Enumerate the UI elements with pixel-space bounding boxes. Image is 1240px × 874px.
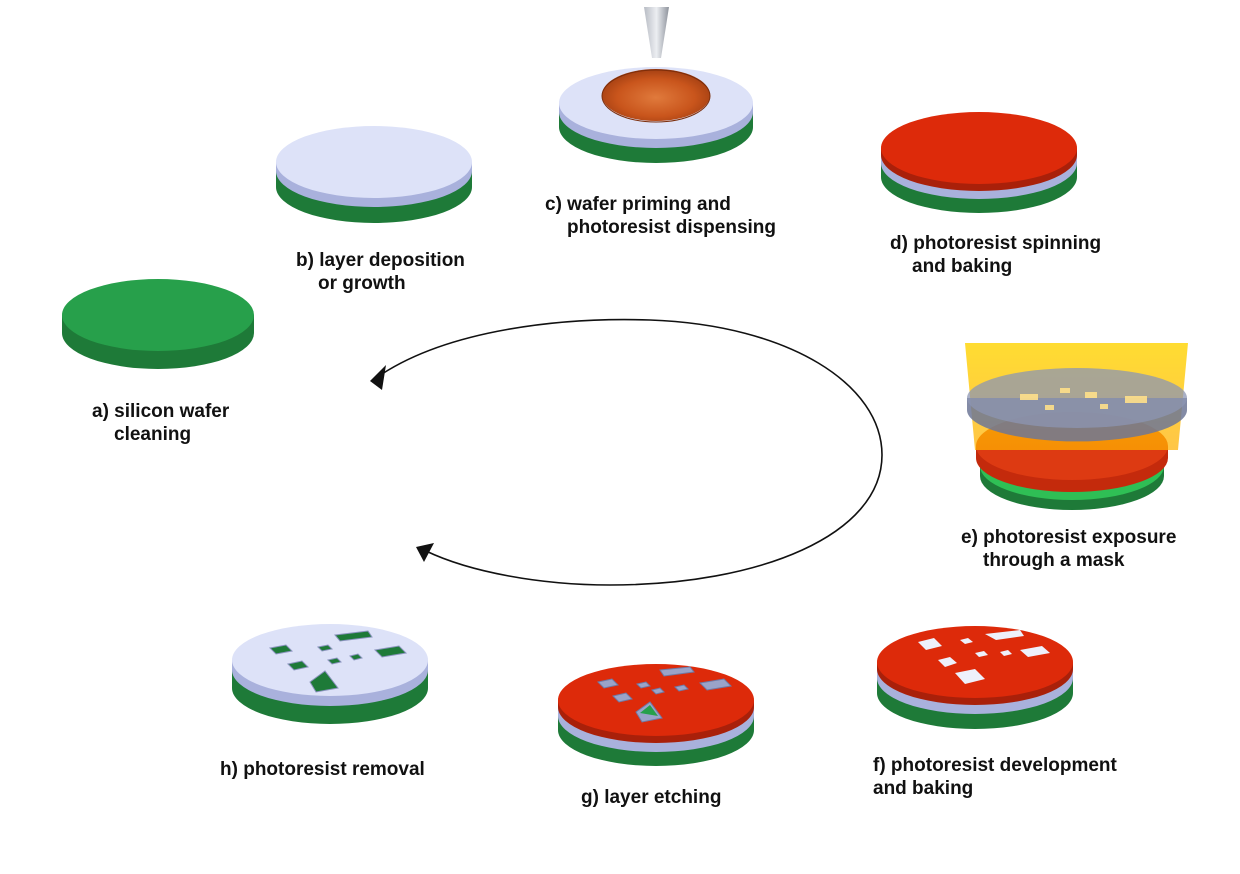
- arrowhead-top: [370, 365, 386, 390]
- step-label-d: d) photoresist spinning and baking: [890, 233, 1102, 277]
- step-label-a: a) silicon wafer cleaning: [92, 401, 230, 445]
- wafer-b-layer: [276, 126, 472, 223]
- step-label-f: f) photoresist development and baking: [873, 755, 1117, 799]
- photomask: [967, 368, 1187, 428]
- step-label-b: b) layer deposition or growth: [296, 250, 465, 294]
- wafer-f-developed: [877, 626, 1073, 729]
- cycle-arrow: [370, 318, 883, 586]
- step-label-c: c) wafer priming and photoresist dispens…: [545, 194, 777, 238]
- arrowhead-bottom: [416, 543, 434, 562]
- etched-openings: [596, 666, 733, 723]
- wafer-c-dispensing: [559, 7, 753, 163]
- step-label-e: e) photoresist exposure through a mask: [961, 527, 1177, 571]
- wafer-a-silicon: [62, 279, 254, 369]
- wafer-e-exposure: [965, 343, 1188, 510]
- dispense-nozzle: [644, 7, 669, 58]
- step-label-g: g) layer etching: [581, 787, 722, 808]
- wafer-h-final: [232, 624, 428, 724]
- wafer-d-resist: [881, 112, 1077, 213]
- photoresist-puddle: [602, 69, 710, 121]
- resist-openings: [918, 630, 1050, 684]
- step-label-h: h) photoresist removal: [220, 759, 425, 780]
- wafer-g-etched: [558, 664, 754, 766]
- patterned-layer-openings: [268, 630, 408, 693]
